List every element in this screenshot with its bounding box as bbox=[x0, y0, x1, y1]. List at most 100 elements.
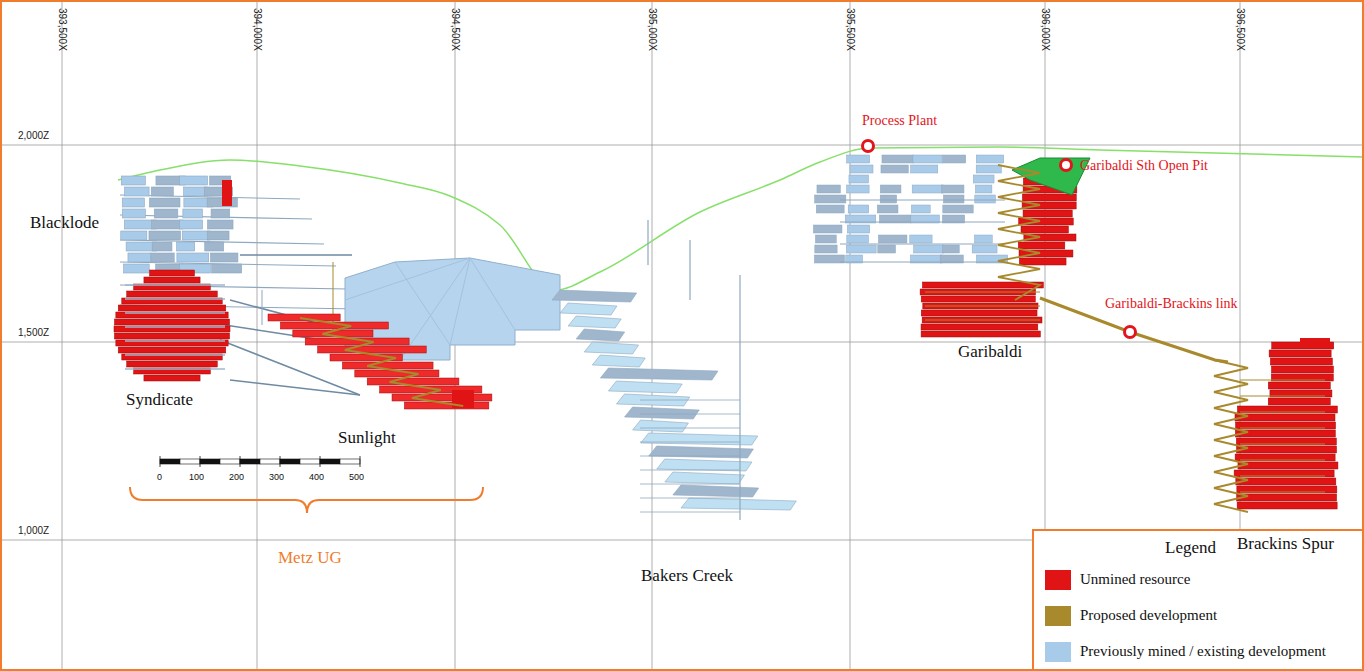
resource-block bbox=[1021, 226, 1068, 233]
mined-stope bbox=[816, 205, 844, 213]
resource-block bbox=[1300, 338, 1330, 346]
stope-edge bbox=[345, 258, 470, 300]
mined-stope bbox=[976, 165, 1001, 173]
stope-edge bbox=[470, 258, 515, 330]
mined-stope bbox=[592, 355, 645, 367]
resource-block bbox=[342, 362, 433, 369]
mined-stope bbox=[914, 245, 944, 253]
resource-block bbox=[1235, 414, 1335, 421]
mined-stope bbox=[180, 176, 208, 185]
mined-stope bbox=[568, 316, 621, 328]
resource-block bbox=[144, 375, 200, 381]
elevation-label: 1,500Z bbox=[18, 327, 49, 338]
mined-stope bbox=[974, 235, 992, 243]
mined-stope bbox=[121, 231, 147, 240]
proposed-drive bbox=[925, 320, 1040, 321]
mined-stope bbox=[849, 175, 869, 183]
mined-stope bbox=[179, 220, 202, 229]
grid-line bbox=[0, 145, 1364, 146]
mined-stope bbox=[125, 187, 150, 196]
proposed-drive bbox=[1240, 396, 1325, 397]
resource-block bbox=[118, 347, 226, 353]
mined-stope bbox=[911, 205, 930, 213]
deposit-name: Sunlight bbox=[338, 428, 396, 448]
resource-block bbox=[1235, 430, 1335, 437]
resource-block bbox=[268, 314, 340, 321]
resource-block bbox=[1237, 486, 1337, 493]
axis-label: 395,000X bbox=[647, 8, 658, 51]
mined-stope bbox=[943, 155, 966, 163]
mined-stope bbox=[975, 195, 996, 203]
mined-stope bbox=[817, 185, 840, 193]
shaft bbox=[689, 240, 690, 300]
mined-stope bbox=[673, 485, 759, 497]
grid-line bbox=[850, 0, 851, 671]
mined-stope bbox=[665, 472, 745, 484]
decline bbox=[240, 254, 352, 256]
axis-label: 396,500X bbox=[1235, 8, 1246, 51]
mined-drive bbox=[125, 298, 225, 300]
mined-stope bbox=[943, 205, 973, 213]
callout-label: Garibaldi-Brackins link bbox=[1105, 296, 1238, 312]
mined-drive bbox=[125, 312, 225, 314]
scale-number: 0 bbox=[157, 472, 162, 482]
legend-title: Legend bbox=[1165, 538, 1216, 558]
resource-block bbox=[114, 326, 230, 332]
mined-stope bbox=[121, 176, 145, 185]
mined-stope bbox=[877, 205, 898, 213]
scale-segment bbox=[160, 459, 180, 464]
mined-stope bbox=[124, 264, 150, 273]
mined-drive bbox=[125, 326, 225, 328]
mined-stope bbox=[122, 209, 145, 218]
mined-stope bbox=[152, 242, 172, 251]
axis-label: 394,500X bbox=[450, 8, 461, 51]
mined-stope bbox=[813, 225, 842, 233]
legend-text: Previously mined / existing development bbox=[1080, 643, 1326, 660]
level-drive bbox=[640, 470, 740, 471]
shaft bbox=[739, 275, 740, 520]
scale-number: 200 bbox=[229, 472, 244, 482]
mined-stope bbox=[183, 209, 203, 218]
stope-edge bbox=[400, 258, 470, 360]
proposed-drive bbox=[1240, 444, 1325, 445]
scale-segment bbox=[180, 459, 200, 464]
proposed-drive bbox=[1240, 428, 1325, 429]
elevation-label: 2,000Z bbox=[18, 130, 49, 141]
location-marker bbox=[1061, 160, 1072, 171]
mined-stope bbox=[848, 205, 869, 213]
shaft bbox=[647, 220, 648, 265]
mined-stope bbox=[149, 231, 181, 240]
resource-block bbox=[222, 180, 232, 206]
grid-line bbox=[62, 0, 63, 671]
mined-stope bbox=[625, 407, 700, 419]
resource-block bbox=[1237, 494, 1337, 501]
level-drive bbox=[640, 512, 740, 513]
scale-tick bbox=[200, 456, 201, 467]
level-drive bbox=[640, 484, 740, 485]
mined-stope bbox=[633, 420, 689, 432]
scale-segment bbox=[220, 459, 240, 464]
scale-number: 500 bbox=[349, 472, 364, 482]
mined-drive bbox=[125, 354, 225, 356]
level-drive bbox=[640, 498, 740, 499]
mined-stope bbox=[912, 185, 943, 193]
scale-segment bbox=[240, 459, 260, 464]
mined-stope bbox=[847, 155, 870, 163]
proposed-decline bbox=[1214, 360, 1248, 512]
mined-stope bbox=[847, 235, 869, 243]
legend-swatch bbox=[1045, 606, 1071, 626]
scale-tick bbox=[160, 456, 161, 467]
resource-block bbox=[1238, 462, 1338, 469]
mined-stope bbox=[878, 235, 907, 243]
proposed-decline bbox=[300, 318, 463, 406]
level-drive bbox=[640, 456, 740, 457]
level-drive bbox=[840, 200, 1005, 201]
resource-block bbox=[921, 310, 1037, 316]
level-drive bbox=[840, 262, 1005, 263]
mined-drive bbox=[125, 340, 225, 342]
mined-stope bbox=[122, 198, 144, 207]
mined-stope bbox=[584, 342, 638, 354]
level-drive bbox=[840, 222, 1005, 223]
resource-block bbox=[318, 346, 427, 353]
